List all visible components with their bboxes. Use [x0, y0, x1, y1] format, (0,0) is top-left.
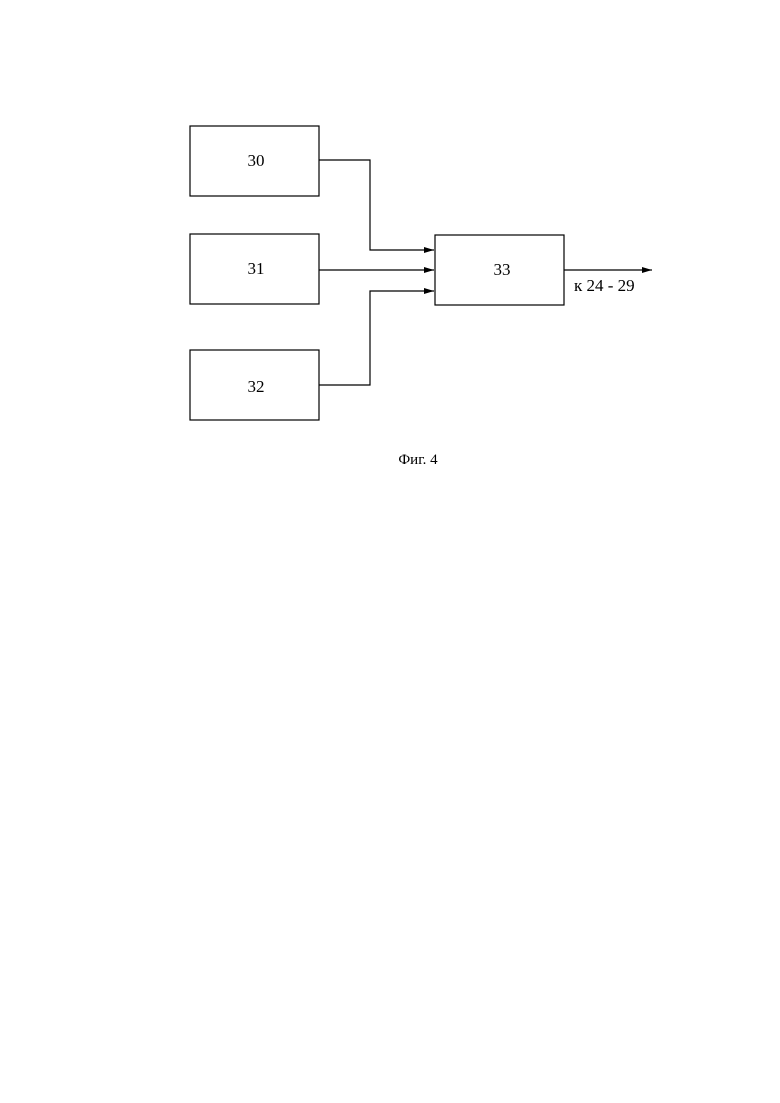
- block-31: 31: [190, 234, 319, 304]
- block-33-label: 33: [494, 260, 511, 279]
- block-32: 32: [190, 350, 319, 420]
- block-32-label: 32: [248, 377, 265, 396]
- output-label: к 24 - 29: [574, 276, 635, 295]
- wire-30-to-33: [319, 160, 434, 250]
- wire-32-to-33: [319, 291, 434, 385]
- figure-caption: Фиг. 4: [398, 452, 438, 468]
- block-30-label: 30: [248, 151, 265, 170]
- block-31-label: 31: [248, 259, 265, 278]
- block-30: 30: [190, 126, 319, 196]
- block-33: 33: [435, 235, 564, 305]
